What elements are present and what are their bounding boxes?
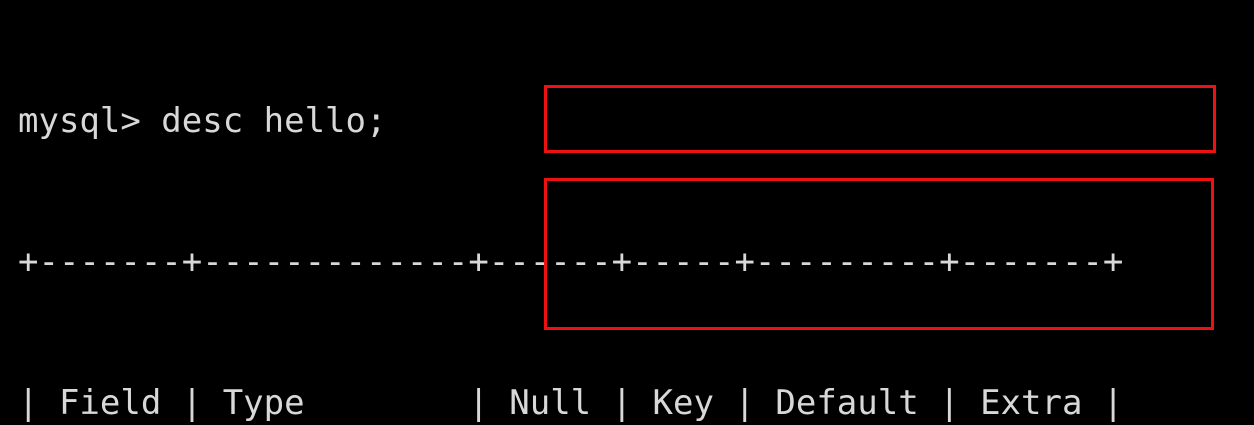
terminal-line-header: | Field | Type | Null | Key | Default | …: [18, 383, 1124, 423]
terminal-line-prompt: mysql> desc hello;: [18, 101, 387, 141]
terminal-line-sep-top: +-------+-------------+------+-----+----…: [18, 242, 1124, 282]
